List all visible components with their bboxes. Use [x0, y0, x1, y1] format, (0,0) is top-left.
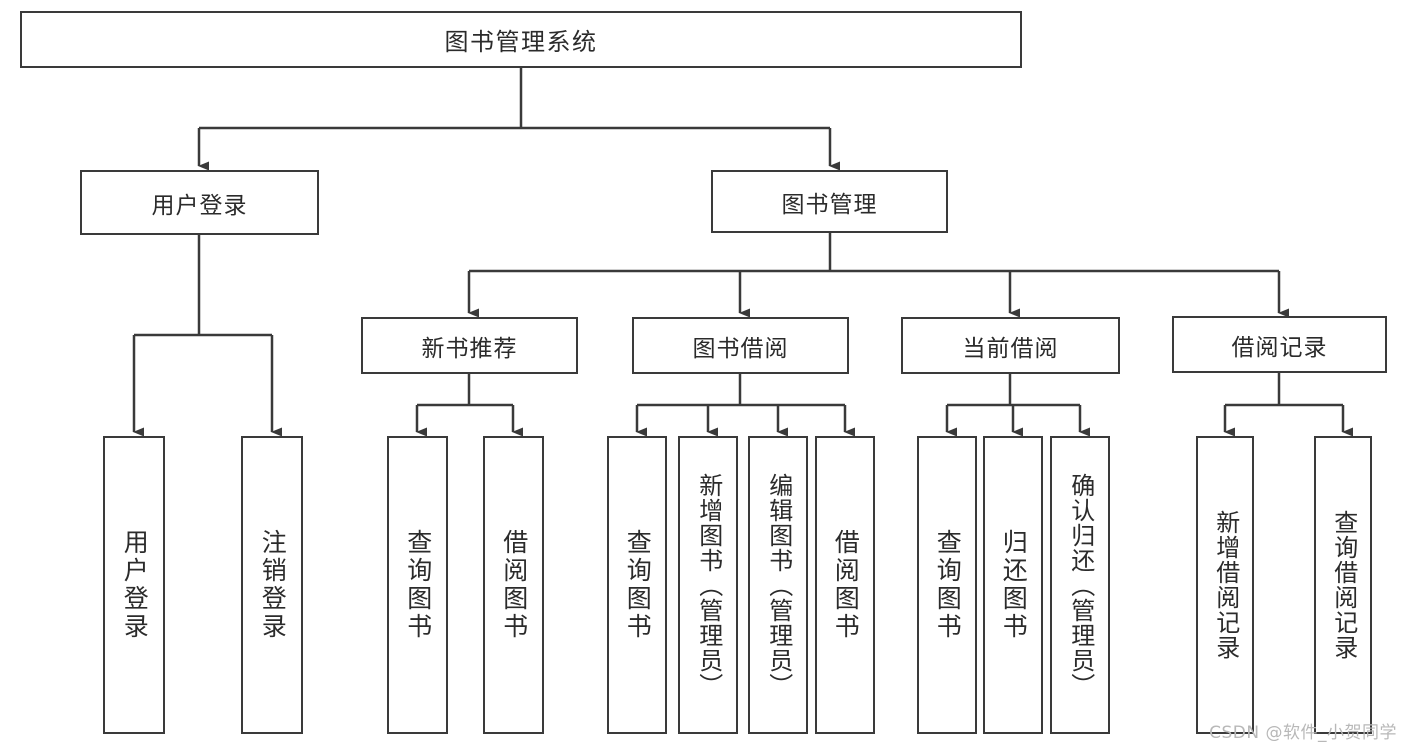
leaf-new-book-borrow[interactable]: 借阅图书: [483, 436, 544, 734]
leaf-user-login-logout[interactable]: 注销登录: [241, 436, 303, 734]
node-current-borrow[interactable]: 当前借阅: [901, 317, 1120, 374]
leaf-book-borrow-query[interactable]: 查询图书: [607, 436, 667, 734]
node-book-borrow[interactable]: 图书借阅: [632, 317, 849, 374]
leaf-current-borrow-return[interactable]: 归还图书: [983, 436, 1043, 734]
leaf-current-borrow-query[interactable]: 查询图书: [917, 436, 977, 734]
leaf-current-borrow-confirm[interactable]: 确认归还（管理员）: [1050, 436, 1110, 734]
leaf-book-borrow-borrow[interactable]: 借阅图书: [815, 436, 875, 734]
node-new-book-recommend[interactable]: 新书推荐: [361, 317, 578, 374]
leaf-new-book-query[interactable]: 查询图书: [387, 436, 448, 734]
leaf-user-login-login[interactable]: 用户登录: [103, 436, 165, 734]
node-borrow-record[interactable]: 借阅记录: [1172, 316, 1387, 373]
leaf-book-borrow-add[interactable]: 新增图书（管理员）: [678, 436, 738, 734]
leaf-borrow-record-query[interactable]: 查询借阅记录: [1314, 436, 1372, 734]
node-user-login[interactable]: 用户登录: [80, 170, 319, 235]
node-root-title[interactable]: 图书管理系统: [20, 11, 1022, 68]
node-book-manage[interactable]: 图书管理: [711, 170, 948, 233]
leaf-borrow-record-add[interactable]: 新增借阅记录: [1196, 436, 1254, 734]
leaf-book-borrow-edit[interactable]: 编辑图书（管理员）: [748, 436, 808, 734]
